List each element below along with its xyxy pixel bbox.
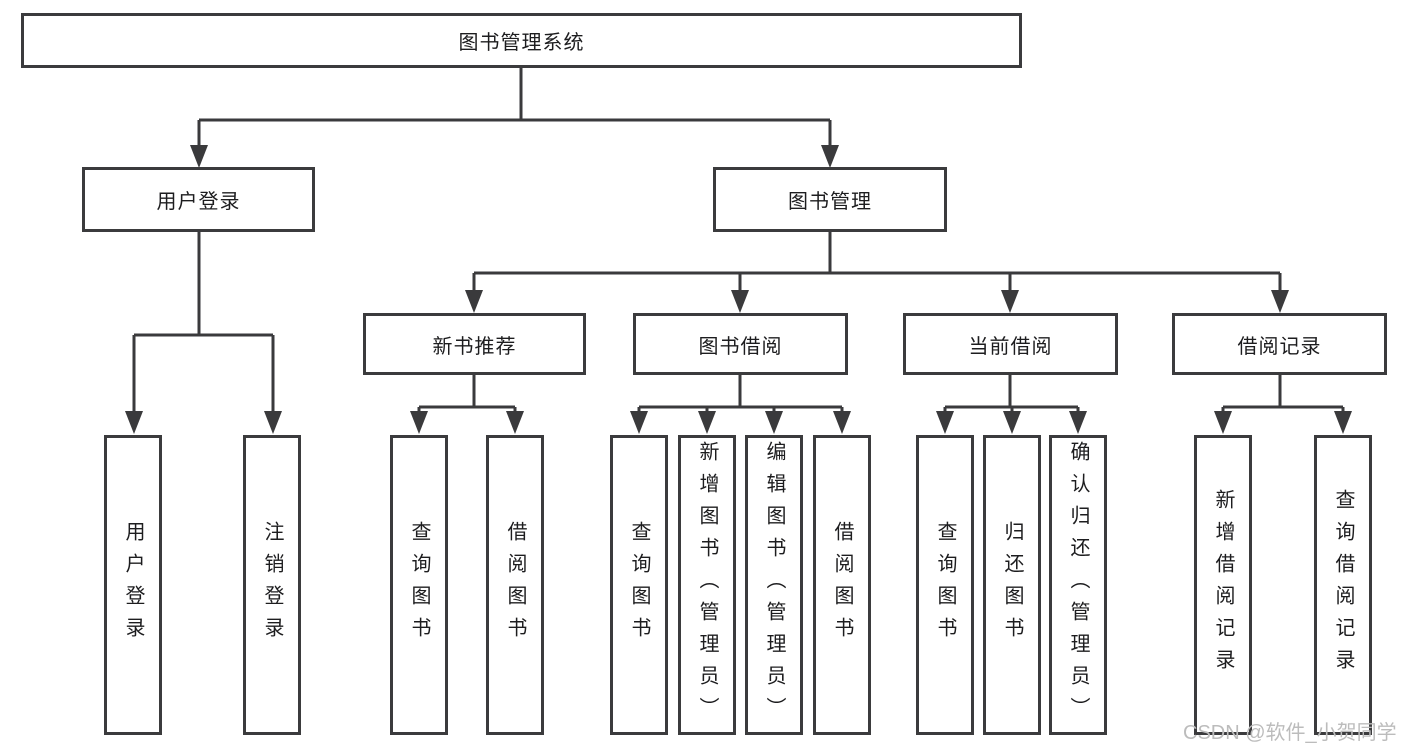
leaf-query-books-current-label: 查询图书	[934, 521, 956, 649]
leaf-confirm-return-admin-label: 确认归还（管理员）	[1067, 441, 1089, 729]
leaf-user-login: 用户登录	[104, 435, 162, 735]
node-current-borrowing: 当前借阅	[903, 313, 1118, 375]
node-new-book-recommend: 新书推荐	[363, 313, 586, 375]
edge-user-login-to-leaves	[125, 232, 282, 434]
node-user-login-label: 用户登录	[156, 191, 241, 213]
leaf-borrow-books-borrowing: 借阅图书	[813, 435, 871, 735]
leaf-add-borrow-record-label: 新增借阅记录	[1212, 489, 1234, 681]
node-book-management: 图书管理	[713, 167, 947, 232]
leaf-edit-books-admin: 编辑图书（管理员）	[745, 435, 803, 735]
node-user-login: 用户登录	[82, 167, 315, 232]
node-book-borrowing: 图书借阅	[633, 313, 848, 375]
leaf-borrow-books-recommend-label: 借阅图书	[504, 521, 526, 649]
node-book-borrowing-label: 图书借阅	[698, 335, 783, 358]
leaf-logout: 注销登录	[243, 435, 301, 735]
leaf-query-books-borrowing-label: 查询图书	[628, 521, 650, 649]
leaf-query-borrow-record-label: 查询借阅记录	[1332, 489, 1354, 681]
node-book-management-label: 图书管理	[788, 191, 872, 213]
node-library-system: 图书管理系统	[21, 13, 1022, 68]
node-borrowing-records: 借阅记录	[1172, 313, 1387, 375]
leaf-query-books-current: 查询图书	[916, 435, 974, 735]
leaf-query-borrow-record: 查询借阅记录	[1314, 435, 1372, 735]
leaf-return-books: 归还图书	[983, 435, 1041, 735]
leaf-add-borrow-record: 新增借阅记录	[1194, 435, 1252, 735]
node-borrowing-records-label: 借阅记录	[1237, 335, 1322, 358]
edge-current-borrowing-to-leaves	[936, 375, 1087, 434]
node-current-borrowing-label: 当前借阅	[968, 335, 1053, 358]
edge-borrowing-records-to-leaves	[1214, 375, 1352, 434]
leaf-add-books-admin-label: 新增图书（管理员）	[696, 441, 718, 729]
leaf-borrow-books-recommend: 借阅图书	[486, 435, 544, 735]
edge-new-book-recommend-to-leaves	[410, 375, 524, 434]
csdn-watermark: CSDN @软件_小贺同学	[1183, 722, 1397, 744]
leaf-edit-books-admin-label: 编辑图书（管理员）	[763, 441, 785, 729]
leaf-logout-label: 注销登录	[261, 521, 283, 649]
leaf-return-books-label: 归还图书	[1001, 521, 1023, 649]
leaf-borrow-books-borrowing-label: 借阅图书	[831, 521, 853, 649]
leaf-query-books-recommend: 查询图书	[390, 435, 448, 735]
node-library-system-label: 图书管理系统	[458, 32, 585, 54]
edge-root-to-level2	[190, 68, 839, 168]
leaf-add-books-admin: 新增图书（管理员）	[678, 435, 736, 735]
leaf-query-books-recommend-label: 查询图书	[408, 521, 430, 649]
edge-book-management-to-level3	[465, 232, 1289, 313]
leaf-query-books-borrowing: 查询图书	[610, 435, 668, 735]
leaf-user-login-label: 用户登录	[122, 521, 144, 649]
leaf-confirm-return-admin: 确认归还（管理员）	[1049, 435, 1107, 735]
edge-book-borrowing-to-leaves	[630, 375, 851, 434]
node-new-book-recommend-label: 新书推荐	[432, 335, 517, 358]
